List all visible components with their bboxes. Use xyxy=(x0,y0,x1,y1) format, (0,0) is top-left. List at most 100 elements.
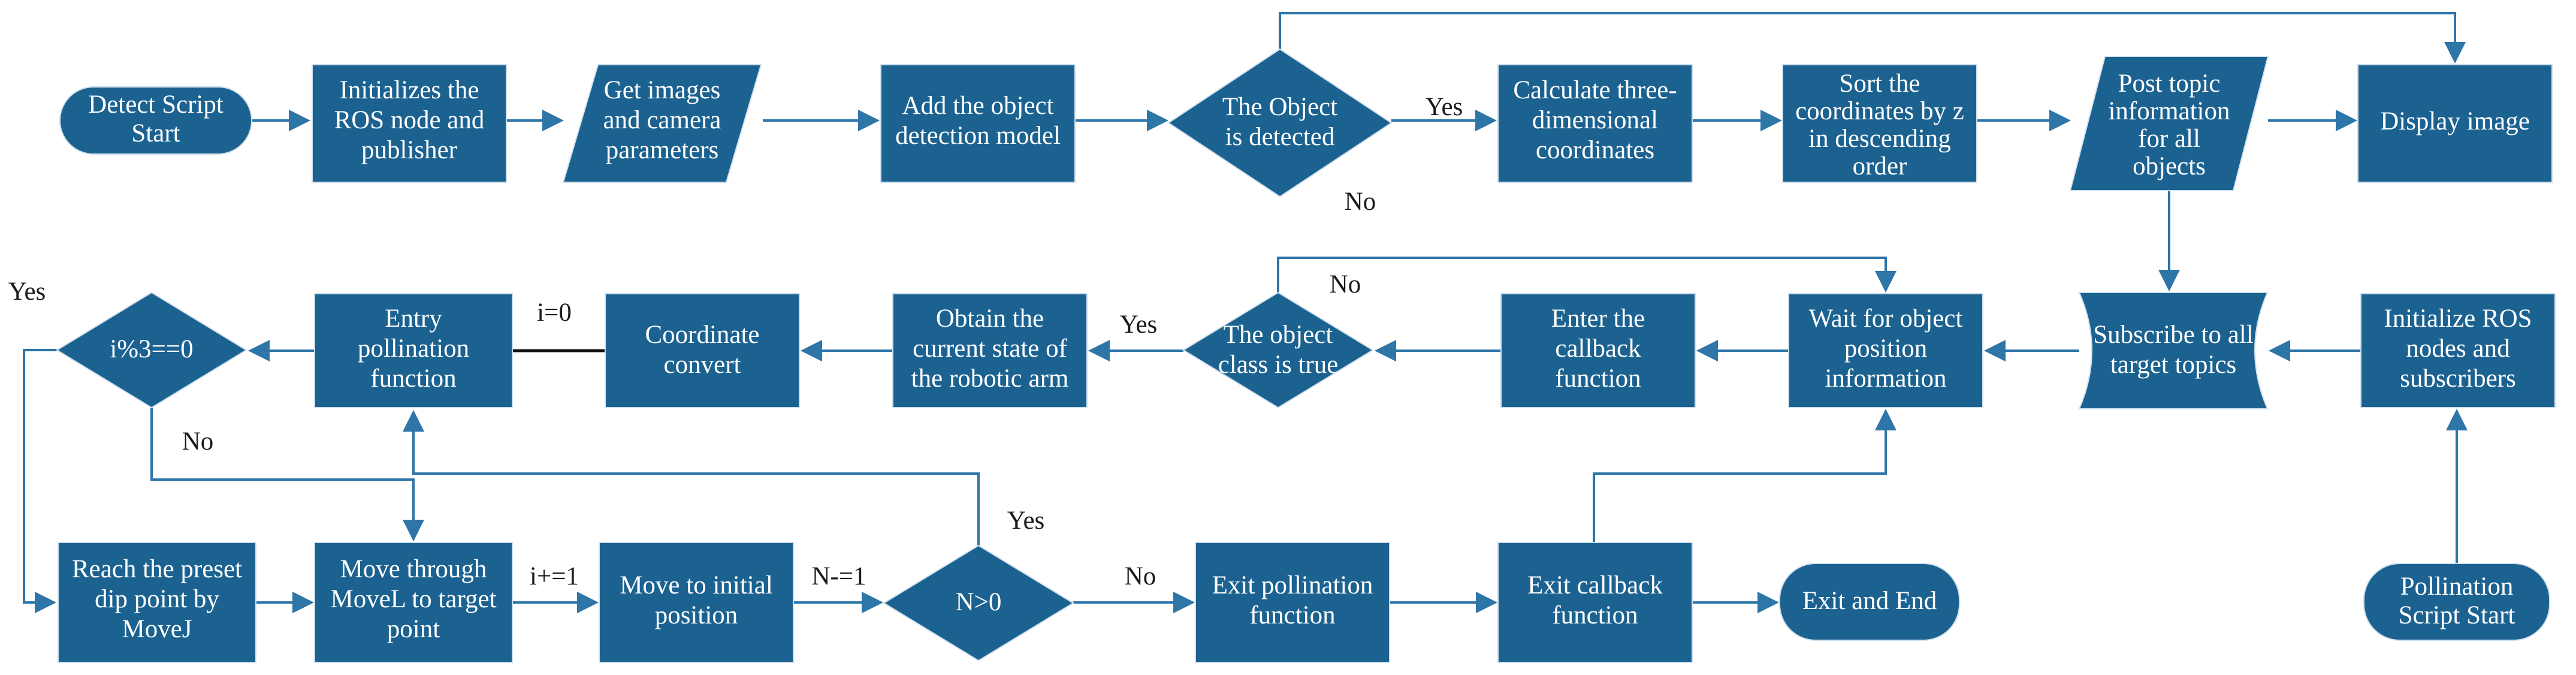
edge-label-no-n-greater-0: No xyxy=(1125,562,1156,590)
edge-label-i-plus-equals-1: i+=1 xyxy=(530,562,579,590)
node-label-line: Obtain the xyxy=(936,305,1044,333)
node-get-images-and-camera-parameters[interactable]: Get images and camera parameters xyxy=(562,64,762,183)
node-label-line: i%3==0 xyxy=(110,335,193,363)
node-exit-pollination-function[interactable]: Exit pollination function xyxy=(1195,542,1390,663)
node-label-line: MoveJ xyxy=(122,615,192,643)
node-label-line: Initialize ROS xyxy=(2384,305,2532,333)
node-label-line: target topics xyxy=(2110,351,2237,379)
decision-diamond-icon xyxy=(1167,48,1393,198)
node-label-line: subscribers xyxy=(2400,364,2515,393)
node-label-line: coordinates by z xyxy=(1795,97,1964,125)
node-label-line: Coordinate xyxy=(645,321,759,349)
process-shape-icon xyxy=(312,64,507,183)
node-sort-coordinates-by-z[interactable]: Sort the coordinates by z in descending … xyxy=(1782,64,1977,183)
node-label-line: information xyxy=(1825,364,1946,393)
node-subscribe-to-all-target-topics[interactable]: Subscribe to all target topics xyxy=(2078,292,2269,409)
node-the-object-is-detected[interactable]: The Object is detected xyxy=(1167,48,1393,198)
node-label-line: Display image xyxy=(2380,107,2530,135)
node-label-line: point xyxy=(387,615,440,643)
node-label-line: order xyxy=(1853,152,1907,180)
node-label-line: parameters xyxy=(606,136,719,164)
node-label-line: dip point by xyxy=(95,585,219,613)
node-pollination-script-start[interactable]: Pollination Script Start xyxy=(2363,563,2550,641)
node-label-line: Start xyxy=(131,119,180,147)
node-wait-for-object-position-information[interactable]: Wait for object position information xyxy=(1788,293,1983,408)
node-label-line: the robotic arm xyxy=(911,364,1069,393)
connector-layer xyxy=(23,12,2468,613)
node-move-through-movel-to-target-point[interactable]: Move through MoveL to target point xyxy=(314,542,513,663)
edge-label-yes-object-detected: Yes xyxy=(1426,93,1463,121)
node-label-line: N>0 xyxy=(956,588,1002,616)
node-label-line: Exit callback xyxy=(1527,571,1663,599)
node-calculate-three-dimensional-coordinates[interactable]: Calculate three- dimensional coordinates xyxy=(1497,64,1693,183)
decision-diamond-icon xyxy=(56,291,247,409)
node-label-line: and camera xyxy=(603,106,721,134)
edge-i-mod-3-yes-to-reach-dip xyxy=(23,349,57,613)
node-obtain-current-state-of-robotic-arm[interactable]: Obtain the current state of the robotic … xyxy=(892,293,1088,408)
node-label-line: objects xyxy=(2133,152,2206,180)
terminator-shape-icon xyxy=(2363,563,2550,641)
edge-class-is-true-no-to-wait-position xyxy=(1277,257,1896,293)
decision-diamond-icon xyxy=(1182,291,1374,409)
parallelogram-io-icon xyxy=(562,64,762,183)
node-coordinate-convert[interactable]: Coordinate convert xyxy=(605,293,800,408)
node-label-line: position xyxy=(1844,335,1928,363)
node-the-object-class-is-true[interactable]: The object class is true xyxy=(1182,291,1374,409)
edge-label-yes-n-greater-0: Yes xyxy=(1007,507,1045,535)
node-label-line: The object xyxy=(1224,321,1333,349)
node-label-line: dimensional xyxy=(1532,106,1658,134)
process-shape-icon xyxy=(605,293,800,408)
node-i-mod-3-equals-0[interactable]: i%3==0 xyxy=(56,291,247,409)
process-shape-icon xyxy=(599,542,794,663)
process-shape-icon xyxy=(1497,542,1693,663)
node-initialize-ros-nodes-and-subscribers[interactable]: Initialize ROS nodes and subscribers xyxy=(2360,293,2556,408)
node-label-line: Wait for object xyxy=(1809,305,1963,333)
node-exit-and-end[interactable]: Exit and End xyxy=(1779,563,1960,641)
edge-label-no-object-detected: No xyxy=(1345,188,1376,216)
node-label-line: Exit and End xyxy=(1802,587,1937,615)
node-reach-the-preset-dip-point-by-movej[interactable]: Reach the preset dip point by MoveJ xyxy=(58,542,256,663)
node-label-line: ROS node and xyxy=(334,106,485,134)
node-n-greater-than-0[interactable]: N>0 xyxy=(883,544,1074,662)
process-shape-icon xyxy=(1500,293,1696,408)
edge-label-n-minus-equals-1: N-=1 xyxy=(811,562,866,590)
node-label-line: Move through xyxy=(340,555,487,583)
node-label-line: information xyxy=(2108,97,2230,125)
node-label-line: The Object xyxy=(1222,93,1337,121)
edge-loop-up-to-entry-pollination xyxy=(403,410,979,475)
node-enter-the-callback-function[interactable]: Enter the callback function xyxy=(1500,293,1696,408)
node-post-topic-information-for-all-objects[interactable]: Post topic information for all objects xyxy=(2069,56,2269,191)
node-add-object-detection-model[interactable]: Add the object detection model xyxy=(880,64,1076,183)
node-label-line: function xyxy=(1555,364,1641,393)
node-label-line: function xyxy=(1249,601,1335,629)
node-label-line: position xyxy=(655,601,738,629)
process-shape-icon xyxy=(880,64,1076,183)
node-label-line: nodes and xyxy=(2406,335,2509,363)
node-detect-script-start[interactable]: Detect Script Start xyxy=(59,86,252,155)
node-label-line: Add the object xyxy=(902,92,1053,120)
node-label-line: convert xyxy=(664,351,741,379)
edge-exit-callback-to-wait-position xyxy=(1593,409,1896,543)
node-label-line: Detect Script xyxy=(88,91,224,119)
node-exit-callback-function[interactable]: Exit callback function xyxy=(1497,542,1693,663)
node-label-line: current state of xyxy=(913,335,1068,363)
process-shape-icon xyxy=(314,542,513,663)
node-label-line: class is true xyxy=(1218,351,1339,379)
node-label-line: MoveL to target xyxy=(330,585,496,613)
node-move-to-initial-position[interactable]: Move to initial position xyxy=(599,542,794,663)
process-shape-icon xyxy=(892,293,1088,408)
node-label-line: Subscribe to all xyxy=(2093,321,2254,349)
edge-label-layer: Yes No Yes No i=0 Yes No i+=1 N-=1 Yes N… xyxy=(8,93,1463,590)
node-display-image[interactable]: Display image xyxy=(2357,64,2553,183)
node-label-line: callback xyxy=(1555,335,1641,363)
node-label-line: Enter the xyxy=(1551,305,1645,333)
node-label-line: in descending xyxy=(1808,125,1951,153)
node-label-line: Script Start xyxy=(2399,601,2515,629)
node-label-line: function xyxy=(370,364,456,393)
node-entry-pollination-function[interactable]: Entry pollination function xyxy=(314,293,513,408)
terminator-shape-icon xyxy=(59,86,252,155)
node-label-line: Exit pollination xyxy=(1212,571,1373,599)
process-shape-icon xyxy=(1497,64,1693,183)
node-initializes-ros-node-publisher[interactable]: Initializes the ROS node and publisher xyxy=(312,64,507,183)
